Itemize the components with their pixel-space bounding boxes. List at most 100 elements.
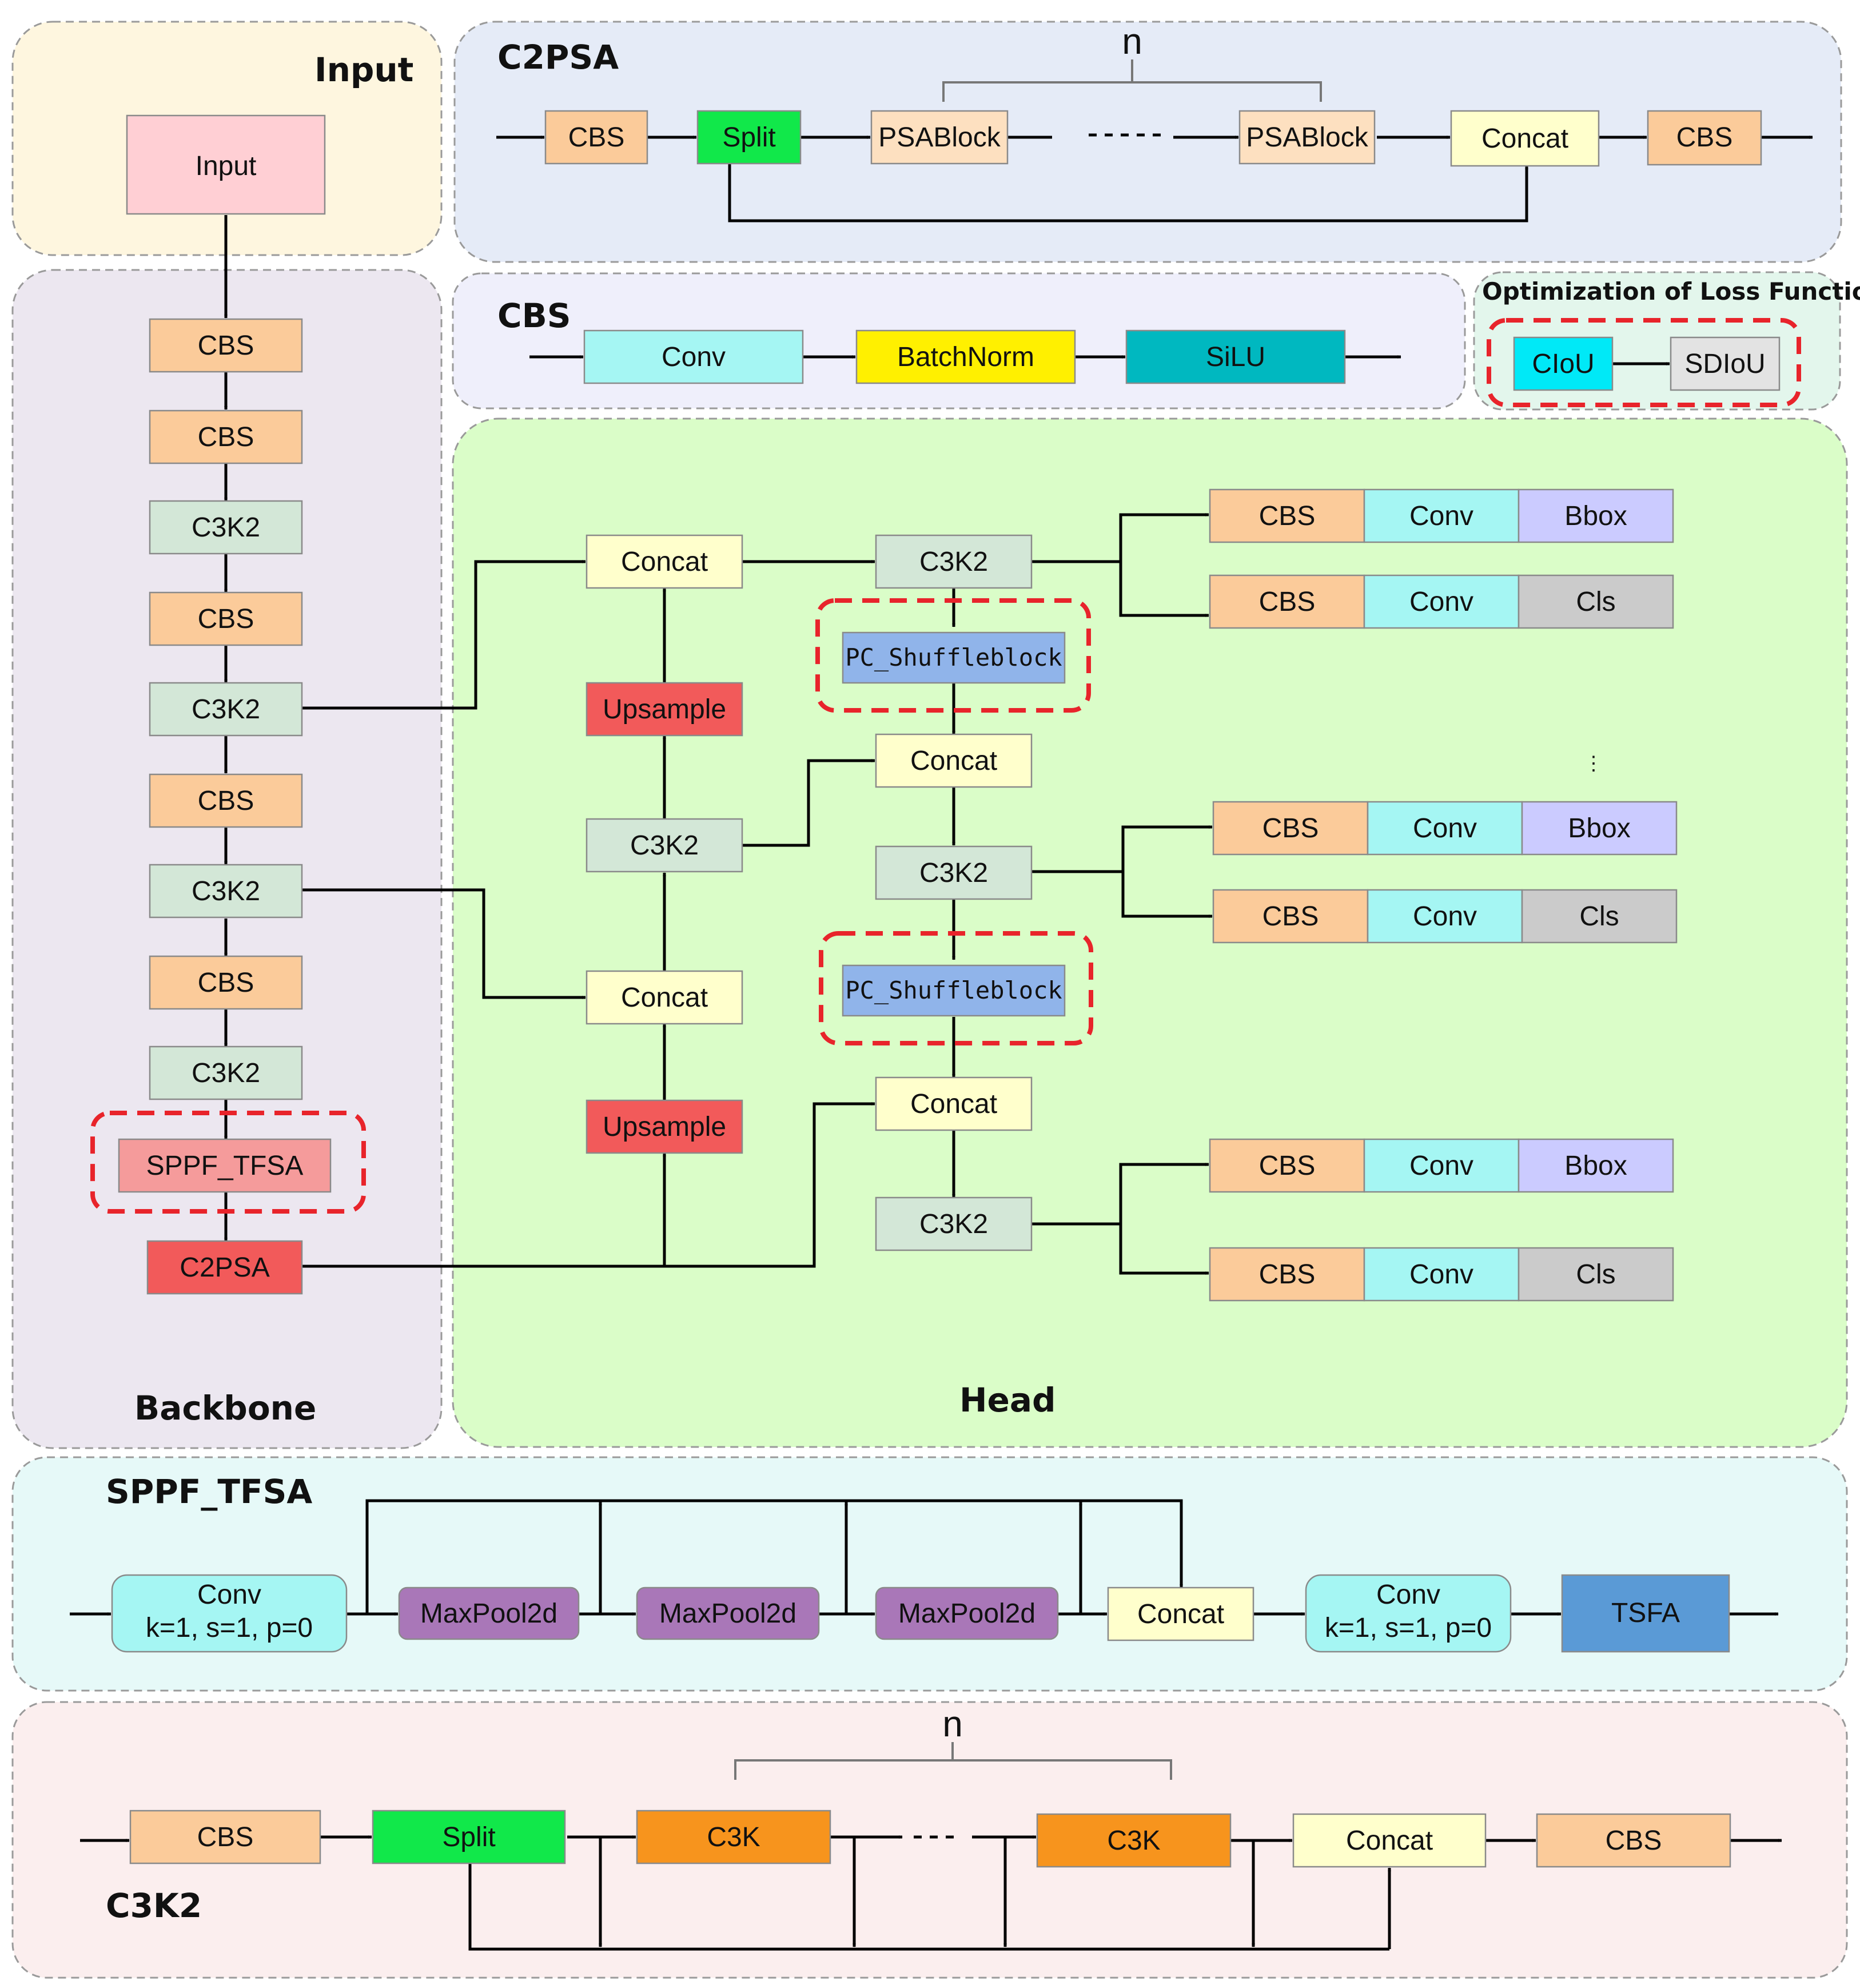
svg-text:CBS: CBS xyxy=(1262,901,1319,932)
sppf-concat: Concat xyxy=(1107,1587,1254,1641)
svg-text:Concat: Concat xyxy=(621,547,708,577)
c3k2-section-title: C3K2 xyxy=(106,1886,202,1925)
detect-row-2: CBS Conv Cls xyxy=(1209,574,1674,629)
head-c3k2-b: C3K2 xyxy=(875,845,1033,900)
c3k2-repeat-n: n xyxy=(942,1703,963,1744)
backbone-c3k2-2: C3K2 xyxy=(149,682,303,737)
head-upsample-bottom: Upsample xyxy=(586,1099,743,1154)
svg-text:Conv: Conv xyxy=(1409,501,1473,531)
svg-text:Input: Input xyxy=(196,151,257,181)
svg-text:CIoU: CIoU xyxy=(1532,349,1594,379)
sppf-conv-1: Conv k=1, s=1, p=0 xyxy=(111,1574,348,1653)
detect-row-3: CBS Conv Bbox xyxy=(1212,801,1678,856)
svg-text:CBS: CBS xyxy=(198,422,254,452)
c2psa-panel xyxy=(453,21,1842,263)
c2psa-concat: Concat xyxy=(1450,110,1600,167)
svg-text:k=1, s=1, p=0: k=1, s=1, p=0 xyxy=(146,1613,313,1643)
svg-text:C3K2: C3K2 xyxy=(919,1209,988,1239)
svg-text:CBS: CBS xyxy=(1259,587,1316,617)
svg-text:Cls: Cls xyxy=(1576,587,1615,617)
c3k2-c3k-2: C3K xyxy=(1036,1813,1232,1868)
backbone-section-title: Backbone xyxy=(134,1389,316,1428)
svg-text:CBS: CBS xyxy=(198,604,254,634)
cbs-section-title: CBS xyxy=(497,296,571,335)
svg-text:Upsample: Upsample xyxy=(603,694,726,725)
svg-text:Concat: Concat xyxy=(1346,1826,1433,1856)
c3k2-concat: Concat xyxy=(1292,1813,1487,1868)
head-c3k2-mid: C3K2 xyxy=(586,818,743,873)
svg-text:Bbox: Bbox xyxy=(1568,813,1630,844)
svg-text:Concat: Concat xyxy=(1137,1599,1224,1629)
c3k2-split: Split xyxy=(372,1810,566,1864)
svg-text:Upsample: Upsample xyxy=(603,1112,726,1142)
svg-text:PSABlock: PSABlock xyxy=(1246,122,1368,153)
svg-text:Cls: Cls xyxy=(1576,1259,1615,1290)
input-section-title: Input xyxy=(314,50,413,89)
backbone-c3k2-1: C3K2 xyxy=(149,500,303,555)
svg-text:Conv: Conv xyxy=(1413,901,1477,932)
sppf-tfsa-section-title: SPPF_TFSA xyxy=(106,1472,312,1511)
loss-sdiou: SDIoU xyxy=(1670,336,1781,391)
sppf-maxpool-3: MaxPool2d xyxy=(875,1587,1059,1640)
svg-text:CBS: CBS xyxy=(568,122,625,153)
head-c3k2-c: C3K2 xyxy=(875,1196,1033,1251)
svg-text:MaxPool2d: MaxPool2d xyxy=(420,1599,557,1629)
svg-text:C3K2: C3K2 xyxy=(192,1058,260,1088)
head-section-title: Head xyxy=(959,1381,1056,1420)
sppf-tsfa: TSFA xyxy=(1561,1574,1730,1653)
c2psa-cbs-in: CBS xyxy=(544,110,648,165)
svg-text:MaxPool2d: MaxPool2d xyxy=(898,1599,1035,1629)
sppf-conv-2: Conv k=1, s=1, p=0 xyxy=(1305,1574,1512,1653)
svg-text:PC_Shuffleblock: PC_Shuffleblock xyxy=(845,643,1062,671)
pc-shuffle-highlight-2 xyxy=(819,931,1093,1045)
svg-text:CBS: CBS xyxy=(198,331,254,361)
svg-text:Bbox: Bbox xyxy=(1564,1151,1627,1181)
svg-text:SDIoU: SDIoU xyxy=(1684,349,1765,379)
head-concat-b: Concat xyxy=(875,733,1033,788)
svg-text:CBS: CBS xyxy=(1262,813,1319,844)
head-upsample-top: Upsample xyxy=(586,682,743,737)
svg-text:C3K2: C3K2 xyxy=(192,512,260,543)
c2psa-section-title: C2PSA xyxy=(497,38,619,77)
cbs-silu: SiLU xyxy=(1125,329,1346,384)
backbone-cbs-2: CBS xyxy=(149,409,303,464)
svg-text:C3K2: C3K2 xyxy=(919,858,988,888)
svg-text:CBS: CBS xyxy=(1259,1259,1316,1290)
svg-text:Conv: Conv xyxy=(1413,813,1477,844)
c2psa-repeat-n: n xyxy=(1122,21,1142,62)
cbs-batchnorm: BatchNorm xyxy=(855,329,1076,384)
svg-text:SiLU: SiLU xyxy=(1206,342,1265,372)
backbone-c3k2-4: C3K2 xyxy=(149,1045,303,1100)
svg-text:Conv: Conv xyxy=(197,1580,261,1610)
head-concat-mid: Concat xyxy=(586,970,743,1025)
svg-text:C3K2: C3K2 xyxy=(192,694,260,725)
svg-text:PC_Shuffleblock: PC_Shuffleblock xyxy=(845,976,1062,1004)
c2psa-psablock-1: PSABlock xyxy=(870,110,1009,165)
loss-section-title: Optimization of Loss Function xyxy=(1482,277,1860,305)
svg-text:CBS: CBS xyxy=(198,786,254,816)
backbone-sppf-tfsa: SPPF_TFSA xyxy=(118,1138,332,1193)
sppf-highlight xyxy=(90,1111,366,1214)
svg-text:Bbox: Bbox xyxy=(1564,501,1627,531)
detect-row-1: CBS Conv Bbox xyxy=(1209,488,1674,543)
svg-text:BatchNorm: BatchNorm xyxy=(897,342,1034,372)
cbs-conv: Conv xyxy=(583,329,804,384)
svg-text:Split: Split xyxy=(442,1822,495,1852)
backbone-cbs-4: CBS xyxy=(149,773,303,828)
svg-text:Conv: Conv xyxy=(1409,587,1473,617)
svg-text:Concat: Concat xyxy=(910,746,997,776)
detect-row-4: CBS Conv Cls xyxy=(1212,889,1678,944)
c2psa-split: Split xyxy=(696,110,802,165)
input-node: Input xyxy=(126,114,326,215)
svg-text:Cls: Cls xyxy=(1579,901,1619,932)
svg-text:Conv: Conv xyxy=(662,342,726,372)
sppf-maxpool-1: MaxPool2d xyxy=(398,1587,580,1640)
c2psa-psablock-2: PSABlock xyxy=(1238,110,1376,165)
svg-text:k=1, s=1, p=0: k=1, s=1, p=0 xyxy=(1325,1613,1492,1643)
backbone-cbs-5: CBS xyxy=(149,955,303,1010)
svg-text:MaxPool2d: MaxPool2d xyxy=(659,1599,796,1629)
svg-text:CBS: CBS xyxy=(1676,122,1733,153)
svg-text:Split: Split xyxy=(722,122,775,153)
c3k2-cbs-in: CBS xyxy=(129,1810,321,1864)
